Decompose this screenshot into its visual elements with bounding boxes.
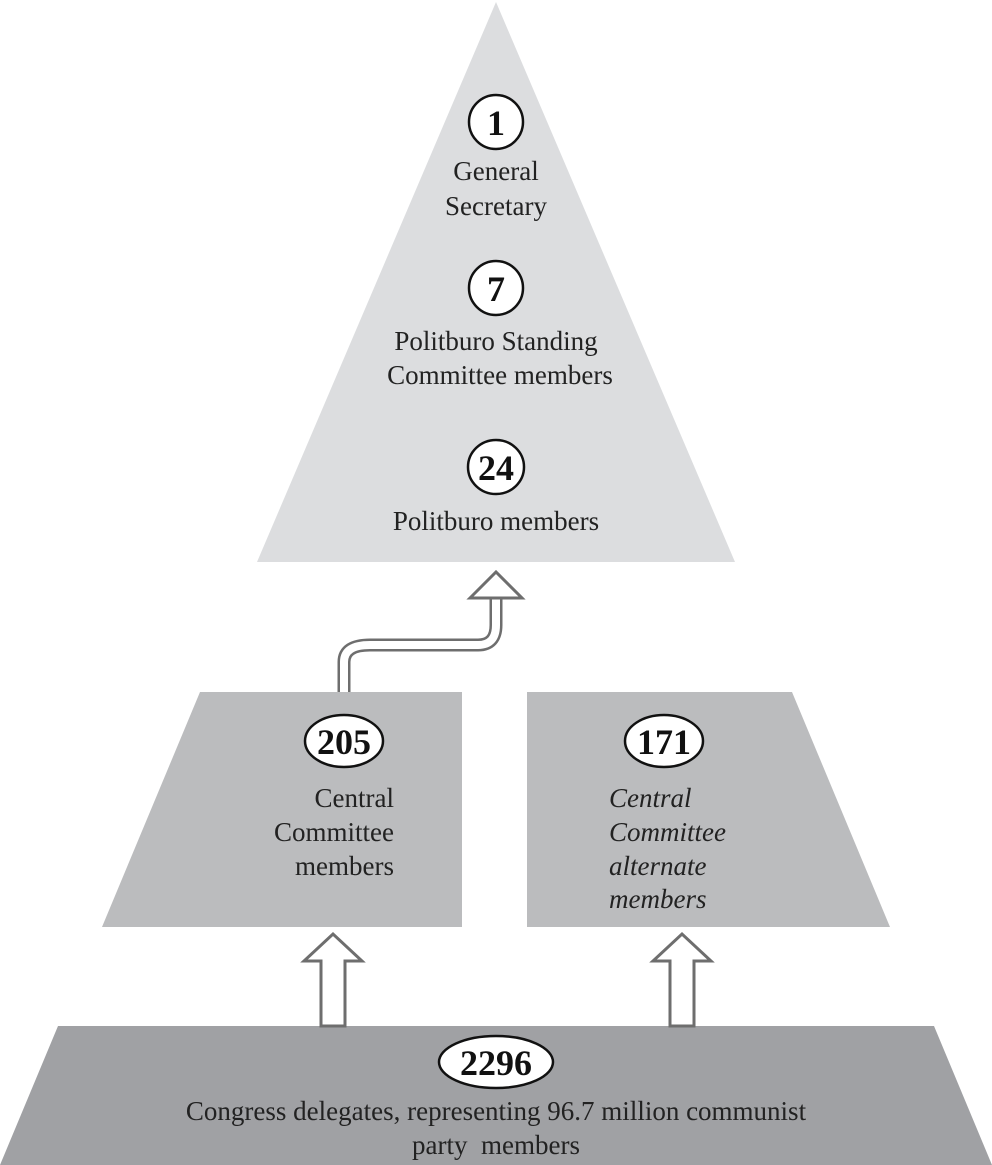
general-secretary-label-line-2: Secretary: [445, 191, 547, 221]
politburo-label: Politburo members: [393, 506, 599, 536]
congress-count-oval: [437, 1034, 555, 1090]
central-committee-label-line-1: Central: [315, 783, 394, 813]
central-committee-count-oval: [303, 713, 385, 769]
alternates-count-oval: [623, 713, 705, 769]
central-committee-label-line-3: members: [295, 851, 394, 881]
congress-count: 2296: [460, 1043, 532, 1083]
arrow-cc-to-politburo: [337, 569, 526, 692]
alternates-trapezoid: [527, 692, 890, 927]
central-committee-label-line-2: Committee: [274, 817, 394, 847]
alternates-label-line-3: alternate: [609, 851, 706, 881]
alternates-label-line-2: Committee: [609, 817, 726, 847]
central-committee-trapezoid: [102, 692, 462, 927]
arrow-congress-to-alternates: [649, 931, 715, 1028]
alternates-label-line-4: members: [609, 884, 706, 914]
politburo-count-oval: [466, 438, 526, 496]
standing-committee-count: 7: [487, 269, 505, 309]
congress-label-line-2: party members: [412, 1130, 580, 1160]
arrow-congress-to-cc: [300, 931, 366, 1028]
standing-committee-label-line-2: Committee members: [387, 360, 613, 390]
alternates-label-line-1: Central: [609, 783, 692, 813]
congress-trapezoid: [0, 1026, 992, 1165]
politburo-count: 24: [478, 448, 514, 488]
alternates-count: 171: [637, 722, 691, 762]
standing-committee-count-oval: [467, 259, 525, 317]
congress-label-line-1: Congress delegates, representing 96.7 mi…: [186, 1096, 807, 1126]
central-committee-count: 205: [317, 722, 371, 762]
general-secretary-count-oval: [467, 93, 525, 151]
general-secretary-label-line-1: General: [453, 156, 538, 186]
general-secretary-count: 1: [487, 103, 505, 143]
standing-committee-label-line-1: Politburo Standing: [394, 326, 597, 356]
